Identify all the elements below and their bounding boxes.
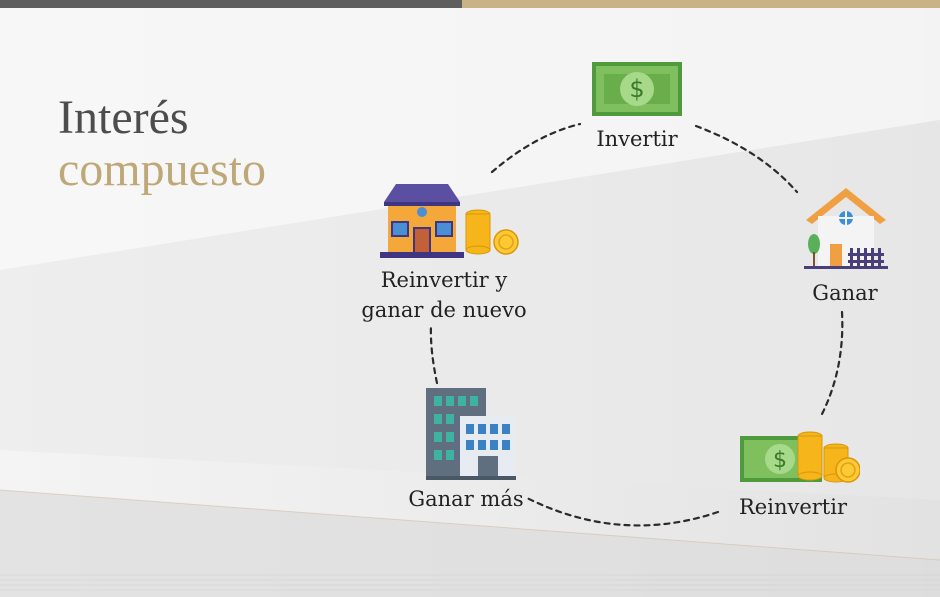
connector-reinvertir-ganarmas [523,495,720,527]
label-reinvertir-y-ganar-line1: Reinvertir y [380,268,508,292]
svg-text:$: $ [629,75,644,103]
label-invertir: Invertir [596,127,678,151]
label-reinvertir-y-ganar-line2: ganar de nuevo [361,298,527,322]
connector-reinvertir-y-ganar-invertir [490,122,582,174]
label-ganar-mas: Ganar más [408,487,524,511]
connector-ganarmas-reinvertir-y-ganar [429,323,439,385]
top-bar-gold [462,0,940,8]
cash-and-coins-icon: $ [740,431,860,483]
top-bar-dark [0,0,462,8]
label-ganar: Ganar [812,281,878,305]
page-title: Interés [58,91,189,144]
svg-text:$: $ [773,448,787,473]
cash-icon: $ [592,62,682,116]
page-subtitle: compuesto [58,143,266,196]
building-icon [426,388,516,480]
connector-ganar-reinvertir [818,310,844,420]
connector-invertir-ganar [694,124,799,194]
label-reinvertir: Reinvertir [738,495,847,519]
house-icon [804,188,888,269]
house-and-coins-icon [380,184,519,258]
